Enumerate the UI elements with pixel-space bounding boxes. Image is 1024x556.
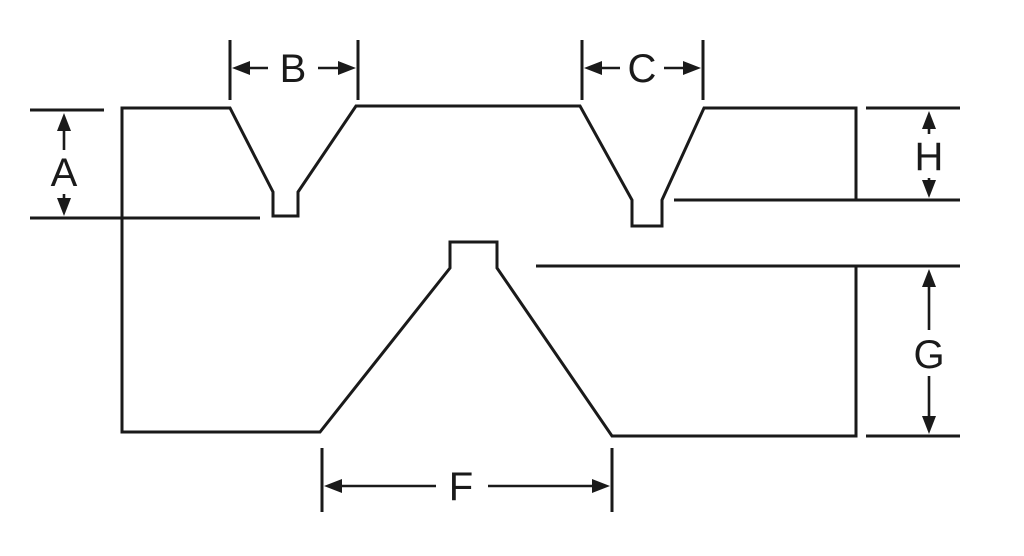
lower-die-profile [120,218,858,438]
dimension-c: C [584,47,701,91]
arrowhead-b-right [338,61,356,75]
arrowhead-h-down [922,180,936,198]
label-b: B [280,47,307,91]
dimension-g: G [913,269,945,434]
dimension-f: F [324,465,610,509]
dimension-b: B [232,47,356,91]
label-g: G [913,333,944,377]
arrowhead-a-down [57,198,71,216]
dimension-a: A [51,113,78,216]
dimension-h: H [915,111,944,198]
arrowhead-g-down [922,416,936,434]
arrowhead-a-up [57,113,71,131]
arrowhead-c-right [683,61,701,75]
arrowhead-b-left [232,61,250,75]
arrowhead-f-left [324,479,342,493]
arrowhead-c-left [584,61,602,75]
label-c: C [628,47,657,91]
arrowhead-f-right [592,479,610,493]
arrowhead-h-up [922,111,936,129]
label-a: A [51,151,78,195]
label-h: H [915,135,944,179]
upper-die-profile [120,104,858,228]
label-f: F [449,465,473,509]
arrowhead-g-up [922,269,936,287]
